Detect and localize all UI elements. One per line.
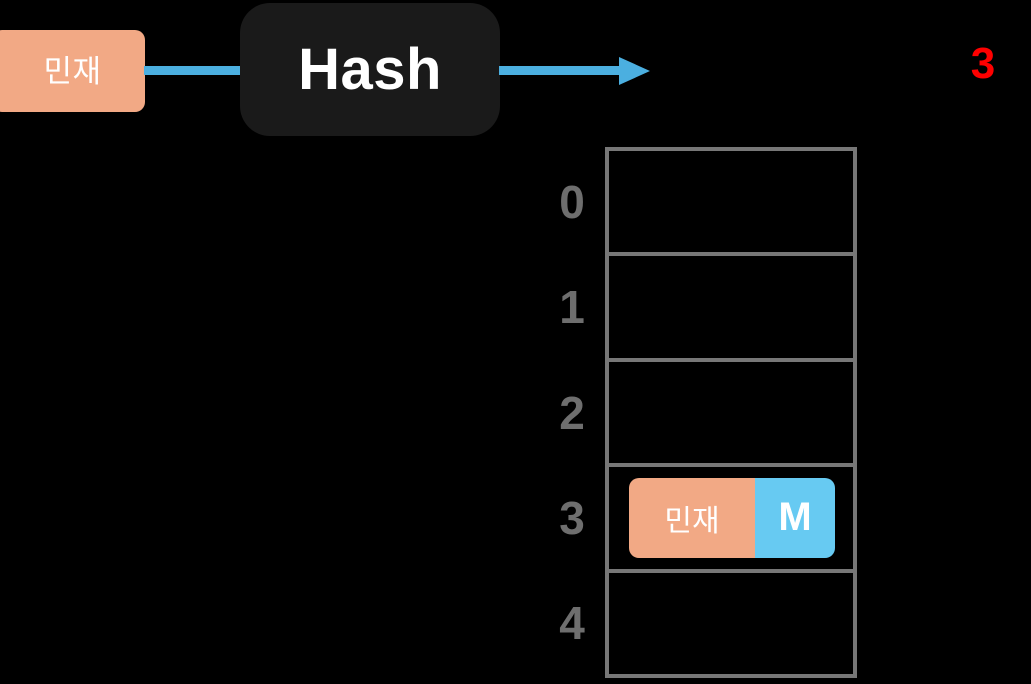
entry-value-label: M: [755, 477, 835, 558]
hash-result-value: 3: [970, 39, 996, 88]
bucket-index-label: 3: [559, 491, 585, 544]
entry-key-label: 민재: [629, 477, 755, 558]
bucket-index-label: 0: [559, 175, 585, 228]
input-key-label: 민재: [43, 53, 102, 89]
table-row[interactable]: 4: [559, 573, 853, 674]
table-row[interactable]: 1: [559, 256, 853, 362]
arrow-right-icon: [499, 52, 651, 90]
connector-line: [144, 66, 242, 75]
input-key-chip: 민재: [0, 30, 145, 112]
stored-entry-pill[interactable]: 민재 M: [629, 477, 835, 558]
bucket-index-label: 2: [559, 386, 585, 439]
bucket-index-label: 4: [559, 597, 585, 650]
hash-function-label: Hash: [298, 37, 442, 102]
table-row[interactable]: 0: [559, 151, 853, 257]
hash-table: 0 1 2 3 민재 M 4: [559, 147, 857, 678]
table-row[interactable]: 3 민재 M: [559, 467, 853, 573]
bucket-index-label: 1: [559, 281, 585, 334]
hash-function-box: Hash: [240, 3, 500, 136]
table-row[interactable]: 2: [559, 362, 853, 468]
